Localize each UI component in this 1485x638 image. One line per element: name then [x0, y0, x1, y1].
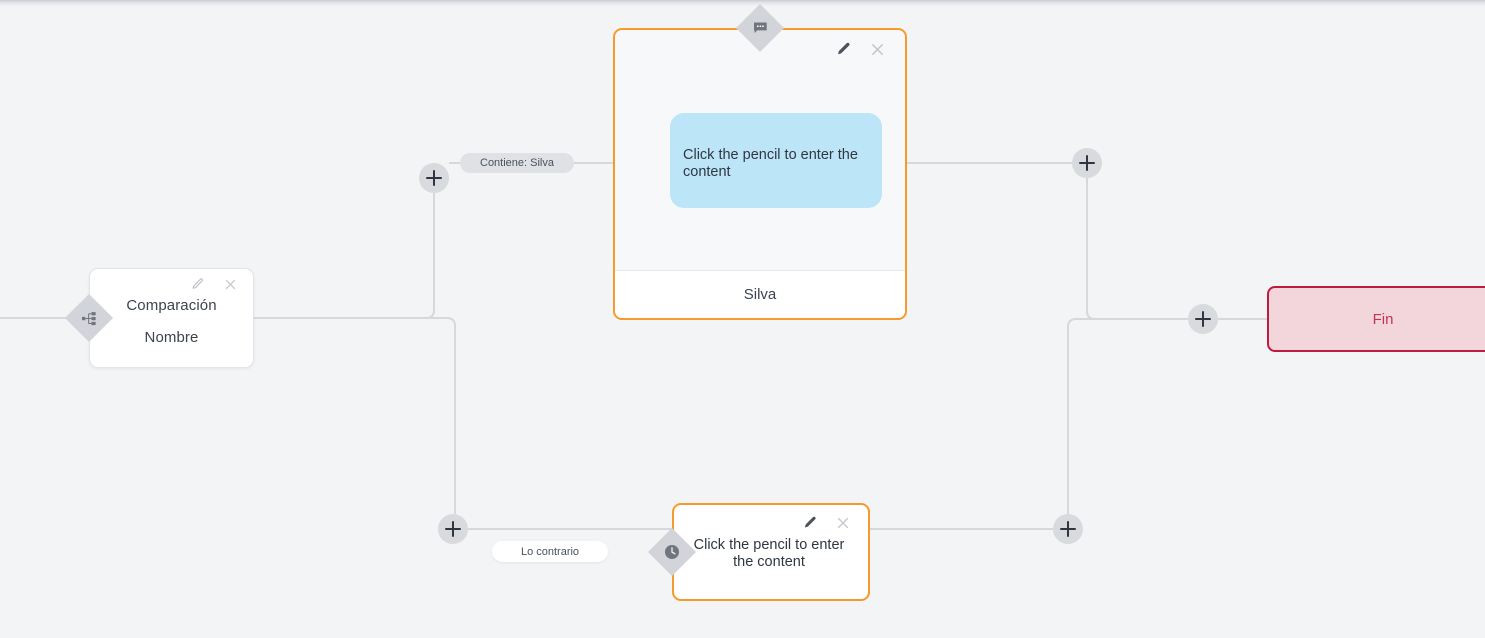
edge-label-contiene-silva[interactable]: Contiene: Silva: [460, 153, 574, 173]
clock-icon: [664, 544, 680, 560]
close-icon[interactable]: [222, 276, 239, 293]
pencil-icon[interactable]: [189, 276, 206, 293]
add-node-button-end[interactable]: [1188, 304, 1218, 334]
message-bubble[interactable]: Click the pencil to enter the content: [670, 113, 882, 208]
comparison-card-actions: [189, 276, 239, 293]
add-node-button-top-right[interactable]: [1072, 148, 1102, 178]
chat-bubble-icon: [753, 21, 768, 35]
message-card-footer: Silva: [615, 270, 905, 318]
message-card-footer-label: Silva: [743, 286, 777, 303]
chat-bubble-icon-handle[interactable]: [735, 3, 785, 53]
branch-icon-handle[interactable]: [64, 293, 114, 343]
comparison-title: Comparación: [126, 297, 217, 314]
node-message-alt[interactable]: Click the pencil to enter the content: [672, 503, 870, 601]
clock-icon-handle[interactable]: [647, 527, 697, 577]
node-comparison[interactable]: Comparación Nombre: [89, 268, 254, 368]
message-alt-card-actions: [801, 514, 851, 531]
node-message-main[interactable]: Click the pencil to enter the content Si…: [613, 28, 907, 320]
add-node-button-bottom-left[interactable]: [438, 514, 468, 544]
edge-cmp-down-false: [254, 317, 456, 514]
message-card-actions: [835, 41, 886, 58]
add-node-button-top-left[interactable]: [419, 163, 449, 193]
edge-bottom-right-up: [1067, 318, 1188, 514]
edge-label-lo-contrario[interactable]: Lo contrario: [492, 541, 608, 562]
add-node-button-bottom-right[interactable]: [1053, 514, 1083, 544]
edge-label-text: Contiene: Silva: [480, 157, 554, 169]
branch-icon: [81, 311, 97, 326]
close-icon[interactable]: [869, 41, 886, 58]
node-end[interactable]: Fin: [1267, 286, 1485, 352]
message-bubble-text: Click the pencil to enter the content: [683, 147, 858, 180]
comparison-subtitle: Nombre: [144, 329, 199, 346]
pencil-icon[interactable]: [835, 41, 852, 58]
edge-label-text: Lo contrario: [520, 545, 580, 558]
edge-right-plus-down: [1086, 178, 1188, 320]
edge-cmp-to-top-plus: [254, 193, 435, 319]
pencil-icon[interactable]: [801, 514, 818, 531]
close-icon[interactable]: [834, 514, 851, 531]
message-alt-text: Click the pencil to enter the content: [693, 537, 845, 571]
node-end-label: Fin: [1372, 310, 1394, 328]
